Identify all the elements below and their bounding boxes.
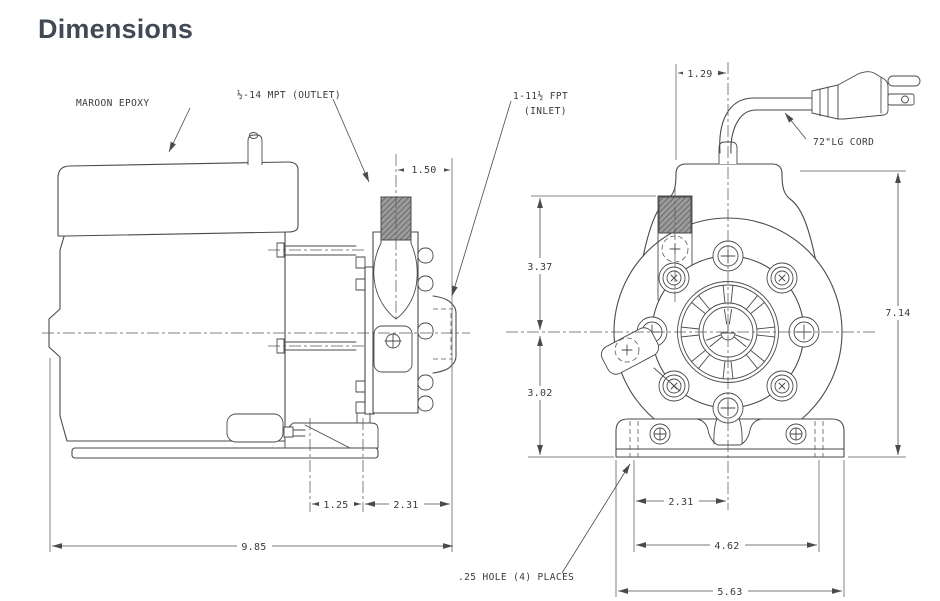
motor-body xyxy=(48,227,286,442)
front-view xyxy=(506,62,921,510)
plug-blade xyxy=(887,75,921,87)
dim-outlet-to-inlet: 1.50 xyxy=(411,165,436,176)
foot-screw-left xyxy=(649,423,671,445)
dim-center-to-port-top: 3.37 xyxy=(527,262,552,273)
dim-hole-to-center: 2.31 xyxy=(668,497,693,508)
bracket-foot xyxy=(283,412,379,449)
motor-top-band xyxy=(57,161,299,237)
strain-relief xyxy=(811,84,839,120)
inlet-port-side xyxy=(432,295,457,374)
label-cord: 72"LG CORD xyxy=(813,137,874,148)
conduit-cap xyxy=(248,132,259,139)
base-plate-side xyxy=(71,447,379,459)
clamp-bolt-heads xyxy=(417,247,434,412)
dim-hole-spacing-front: 4.62 xyxy=(714,541,739,552)
dim-center-to-base: 3.02 xyxy=(527,388,552,399)
dim-overall-height: 7.14 xyxy=(885,308,910,319)
ground-bolt xyxy=(283,426,294,438)
dim-cord-offset: 1.29 xyxy=(687,69,712,80)
extension-lines xyxy=(49,64,906,597)
label-maroon-epoxy: MAROON EPOXY xyxy=(76,98,149,109)
pump-housing-block xyxy=(372,231,419,414)
dim-hole-to-inlet: 2.31 xyxy=(393,500,418,511)
mounting-holes-hidden xyxy=(629,421,824,457)
impeller-window-spokes xyxy=(680,284,776,380)
label-hole-note: .25 HOLE (4) PLACES xyxy=(458,572,574,583)
label-inlet-size: 1-11½ FPT xyxy=(513,91,568,102)
drain-tab xyxy=(600,327,681,392)
tie-rods xyxy=(276,242,357,354)
dim-hole-spacing-side: 1.25 xyxy=(323,500,348,511)
housing-boss xyxy=(373,325,413,373)
dim-overall-length: 9.85 xyxy=(241,542,266,553)
motor-mount-cradle xyxy=(226,413,284,443)
foot-screw-right xyxy=(785,423,807,445)
label-inlet: (INLET) xyxy=(524,106,567,117)
dim-text-boxes xyxy=(237,67,916,597)
pump-bracket-plate xyxy=(355,256,375,415)
side-view xyxy=(42,132,470,512)
mounting-base xyxy=(615,411,845,458)
dim-overall-width: 5.63 xyxy=(717,587,742,598)
label-outlet: ½-14 MPT (OUTLET) xyxy=(237,90,341,101)
motor-conduit-stub xyxy=(247,134,263,165)
plug-body xyxy=(837,71,889,120)
page-title: Dimensions xyxy=(38,14,194,44)
housing-screw xyxy=(384,333,402,349)
leader-lines xyxy=(168,98,807,574)
impeller-hub xyxy=(706,308,750,347)
plug-blade-hole xyxy=(887,93,915,106)
